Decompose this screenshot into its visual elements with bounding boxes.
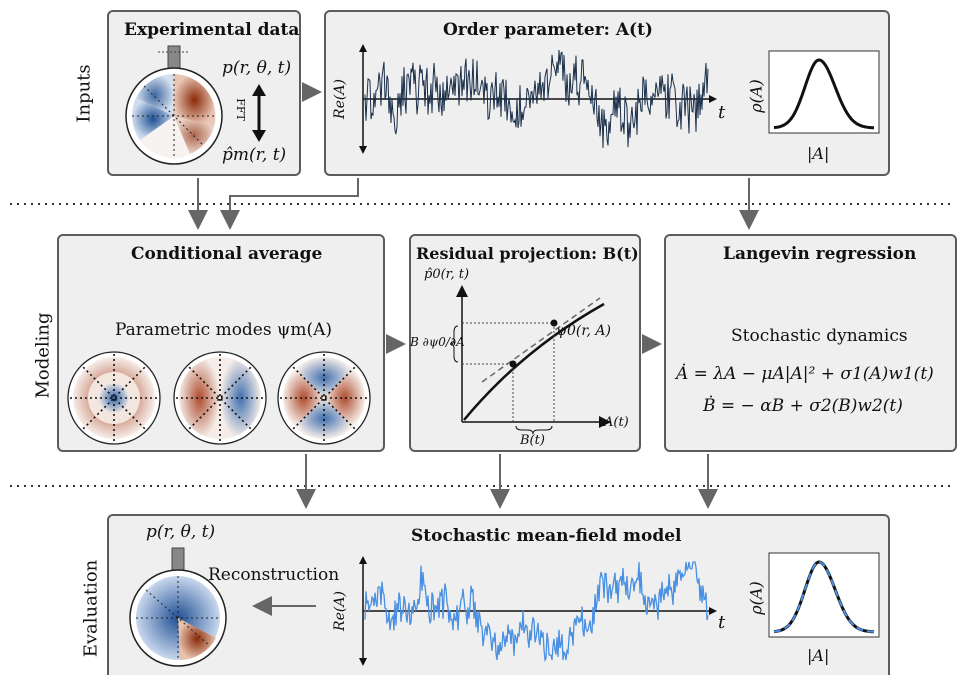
mode-disk-2	[173, 351, 267, 445]
residual-projection-panel	[409, 234, 641, 452]
stochastic-dynamics-label: Stochastic dynamics	[731, 326, 908, 346]
evaluation-title: Stochastic mean-field model	[411, 526, 682, 546]
pdf-ylabel-evaluation: ρ(A)	[746, 581, 766, 615]
parametric-modes-label: Parametric modes ψm(A)	[115, 320, 332, 340]
reconstruction-label: Reconstruction	[208, 565, 340, 585]
residual-xlabel: A(t)	[604, 415, 629, 430]
pdf-plot-order	[768, 50, 880, 134]
residual-ylabel: p̂0(r, t)	[424, 267, 470, 282]
conditional-average-title: Conditional average	[131, 244, 323, 264]
mode-disk-1	[67, 351, 161, 445]
pdf-xlabel-order: |A|	[807, 144, 830, 163]
experimental-data-title: Experimental data	[124, 20, 300, 40]
residual-projection-graph	[449, 285, 611, 435]
experimental-phat-label: p̂m(r, t)	[222, 145, 287, 165]
order-param-xlabel: t	[718, 102, 726, 123]
probe-disk-experimental	[125, 45, 223, 165]
evaluation-ylabel: Re(A)	[331, 591, 348, 631]
pdf-xlabel-evaluation: |A|	[807, 646, 830, 665]
experimental-p-label: p(r, θ, t)	[222, 58, 292, 78]
mode-disk-3	[277, 351, 371, 445]
order-parameter-signal	[359, 44, 717, 154]
parametric-modes	[67, 351, 371, 445]
residual-curve-label: ψ0(r, A)	[556, 323, 611, 339]
order-parameter-title: Order parameter: A(t)	[443, 20, 653, 40]
fft-double-arrow	[252, 84, 266, 142]
residual-b-label: B(t)	[520, 433, 545, 448]
langevin-equation-2: Ḃ = − αB + σ2(B)w2(t)	[703, 396, 903, 416]
langevin-equation-1: Ȧ = λA − μA|A|² + σ1(A)w1(t)	[676, 364, 934, 384]
pdf-ylabel-order: ρ(A)	[746, 79, 766, 113]
langevin-regression-panel	[664, 234, 957, 452]
probe-disk-reconstruction	[129, 547, 227, 667]
evaluation-signal	[359, 556, 717, 666]
evaluation-p-label: p(r, θ, t)	[146, 522, 216, 542]
order-param-ylabel: Re(A)	[331, 79, 348, 119]
residual-deriv-label: B ∂ψ0/∂A	[410, 335, 465, 349]
evaluation-xlabel: t	[718, 612, 726, 633]
residual-projection-title: Residual projection: B(t)	[416, 244, 639, 263]
pdf-plot-evaluation	[768, 552, 880, 638]
fft-label: FFT	[233, 98, 247, 121]
langevin-regression-title: Langevin regression	[723, 244, 917, 264]
